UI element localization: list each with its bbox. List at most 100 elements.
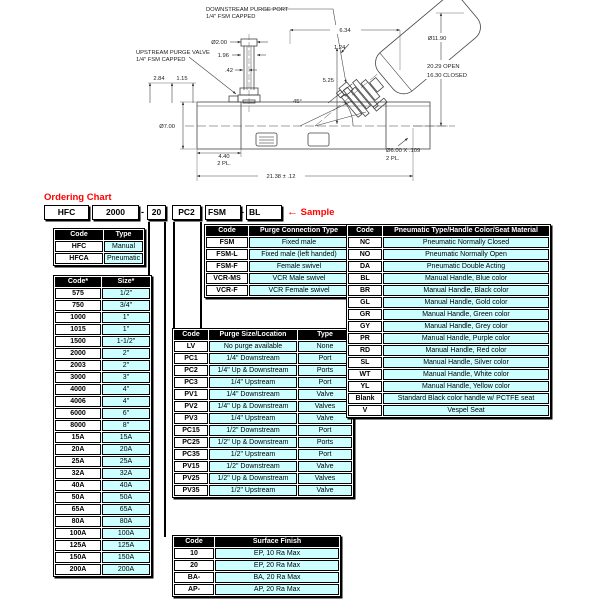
code-cell: NC: [348, 237, 382, 248]
value-cell: Valve: [298, 461, 352, 472]
column-header: Code: [348, 226, 382, 236]
value-cell: 1/2" Upstream: [209, 485, 297, 496]
code-cell: PC2: [174, 365, 208, 376]
code-cell: PC15: [174, 425, 208, 436]
value-cell: EP, 10 Ra Max: [215, 548, 339, 559]
dim-closed: 16.30 CLOSED: [427, 73, 467, 79]
value-cell: Manual Handle, Purple color: [383, 333, 549, 344]
value-cell: 1/4" Upstream: [209, 377, 297, 388]
code-cell: PV2: [174, 401, 208, 412]
value-cell: 1/4" Up & Downstream: [209, 365, 297, 376]
code-cell: 200A: [55, 564, 101, 575]
dim-2pl-a: 2 PL.: [217, 161, 231, 167]
value-cell: 32A: [102, 468, 150, 479]
value-cell: 1/2" Upstream: [209, 449, 297, 460]
column-header: Code*: [55, 277, 101, 287]
code-cell: 15A: [55, 432, 101, 443]
dim-5-25: 5.25: [323, 78, 334, 84]
value-cell: Female swivel: [249, 261, 349, 272]
code-cell: 125A: [55, 540, 101, 551]
code-cell: BR: [348, 285, 382, 296]
ordering-chart-title: Ordering Chart: [44, 192, 112, 203]
value-cell: Valve: [298, 389, 352, 400]
value-cell: 125A: [102, 540, 150, 551]
value-cell: Manual Handle, Green color: [383, 309, 549, 320]
value-cell: Valves: [298, 401, 352, 412]
value-cell: Manual Handle, Black color: [383, 285, 549, 296]
code-cell: HFC: [55, 241, 103, 252]
column-header: Surface Finish: [215, 537, 339, 547]
code-cell: LV: [174, 341, 208, 352]
code-cell: 2003: [55, 360, 101, 371]
value-cell: Pneumatic Double Acting: [383, 261, 549, 272]
code-cell: GY: [348, 321, 382, 332]
value-cell: 20A: [102, 444, 150, 455]
value-cell: Fixed male: [249, 237, 349, 248]
value-cell: 1/2" Downstream: [209, 461, 297, 472]
value-cell: 2": [102, 360, 150, 371]
sample-callout-label: Sample: [300, 207, 335, 218]
upstream-purge-valve: [228, 34, 261, 112]
valve-body-outline: [196, 101, 431, 150]
code-cell: BL: [348, 273, 382, 284]
value-cell: Manual Handle, Silver color: [383, 357, 549, 368]
code-cell: 80A: [55, 516, 101, 527]
value-cell: Port: [298, 377, 352, 388]
value-cell: Manual Handle, Yellow color: [383, 381, 549, 392]
code-cell: RD: [348, 345, 382, 356]
actuator-cylinder: [375, 0, 481, 95]
code-cell: 1000: [55, 312, 101, 323]
downstream-purge-port: [335, 81, 354, 99]
value-cell: 25A: [102, 456, 150, 467]
downstream-purge-label-line2: 1/4" FSM CAPPED: [206, 14, 255, 20]
code-cell: PV25: [174, 473, 208, 484]
column-header: Size*: [102, 277, 150, 287]
dim-4-40: 4.40: [218, 154, 229, 160]
code-cell: PC1: [174, 353, 208, 364]
code-cell: 6000: [55, 408, 101, 419]
body-port-tab: [255, 132, 278, 147]
value-cell: Pneumatic: [104, 253, 144, 264]
column-header: Type: [104, 230, 144, 240]
sample-purge-size-box: PC2: [172, 205, 201, 220]
value-cell: 50A: [102, 492, 150, 503]
code-cell: WT: [348, 369, 382, 380]
value-cell: Port: [298, 353, 352, 364]
code-cell: FSM: [206, 237, 248, 248]
dim-dia-7-00: Ø7.00: [159, 124, 175, 130]
code-cell: PC35: [174, 449, 208, 460]
code-cell: 32A: [55, 468, 101, 479]
code-cell: PV35: [174, 485, 208, 496]
value-cell: 80A: [102, 516, 150, 527]
value-cell: Manual Handle, White color: [383, 369, 549, 380]
value-cell: Standard Black color handle w/ PCTFE sea…: [383, 393, 549, 404]
